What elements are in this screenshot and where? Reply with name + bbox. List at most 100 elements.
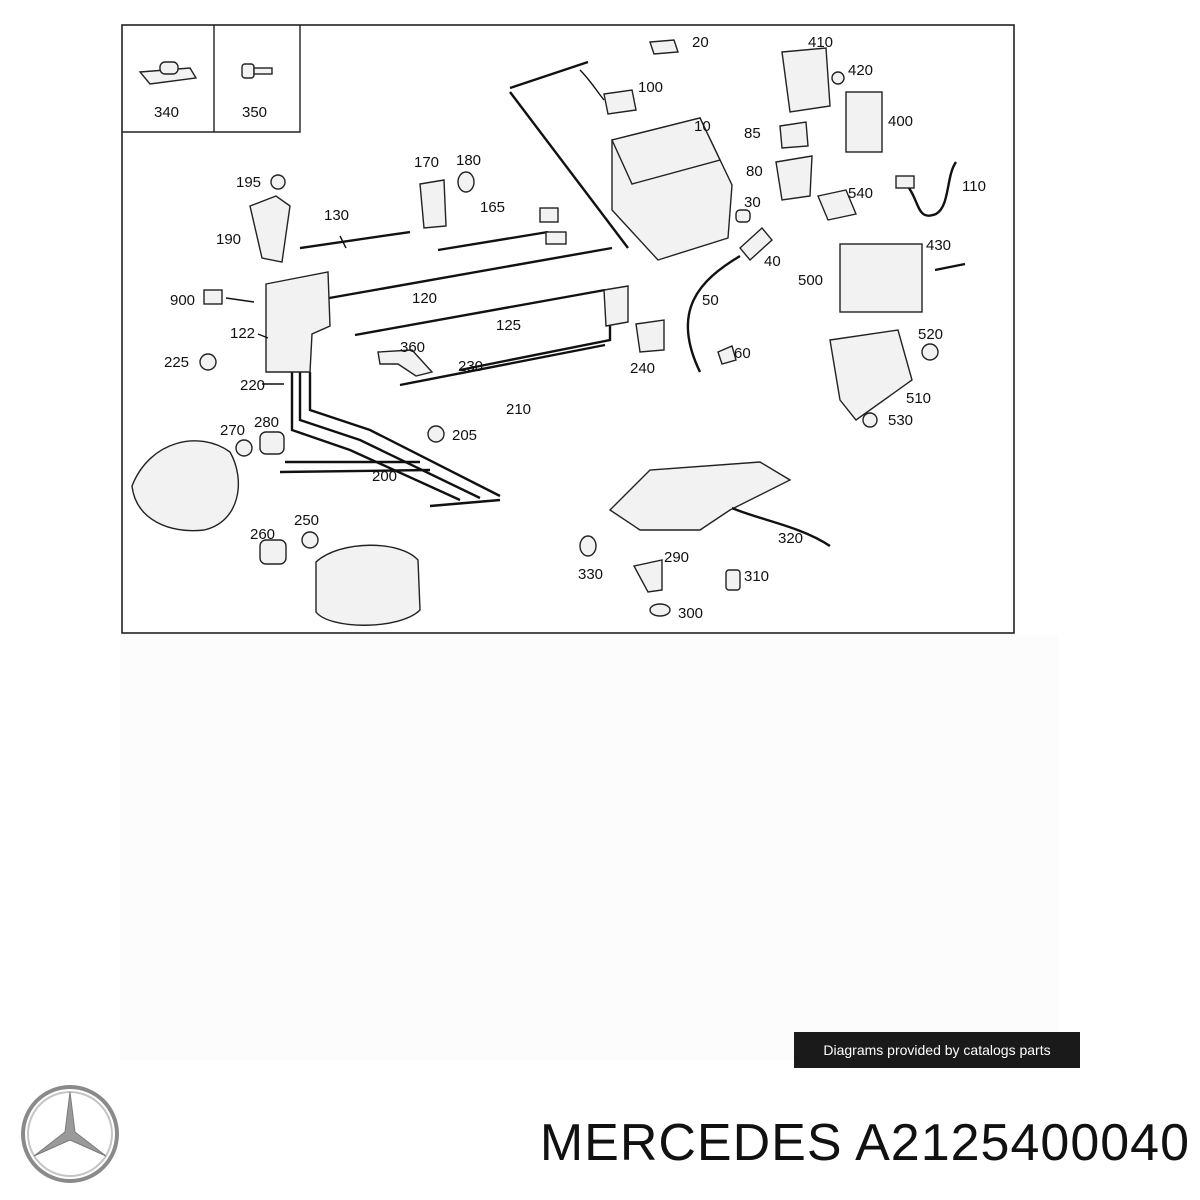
bracket-290-icon: [632, 559, 663, 593]
terminal-100-icon: [579, 69, 637, 115]
callout-labels: 20 100 10 410 420 400 85 80 540 110 30 4…: [164, 34, 986, 622]
callout-530: 530: [888, 412, 913, 429]
callout-20: 20: [692, 34, 709, 51]
washer-300-icon: [649, 603, 671, 617]
nut-225-icon: [199, 353, 217, 371]
cover-540-icon: [817, 189, 857, 221]
nut-205-icon: [427, 425, 445, 443]
callout-100: 100: [638, 79, 663, 96]
callout-320: 320: [778, 530, 803, 547]
nut-195-icon: [270, 174, 286, 190]
bracket-170-icon: [419, 179, 447, 229]
callout-220: 220: [240, 377, 265, 394]
clip-340-icon: [138, 61, 198, 85]
callout-80: 80: [746, 163, 763, 180]
callout-540: 540: [848, 185, 873, 202]
stud-310-icon: [725, 569, 741, 591]
wiring-lines: [279, 60, 966, 508]
callout-120: 120: [412, 290, 437, 307]
credit-banner: Diagrams provided by catalogs parts: [794, 1032, 1080, 1068]
callout-122: 122: [230, 325, 255, 342]
callout-400: 400: [888, 113, 913, 130]
sleeve-260-icon: [259, 539, 287, 565]
callout-30: 30: [744, 194, 761, 211]
cable-165-icon: [437, 207, 567, 252]
callout-125: 125: [496, 317, 521, 334]
callout-195: 195: [236, 174, 261, 191]
inset-boxes: 340 350: [122, 25, 301, 133]
callout-200: 200: [372, 468, 397, 485]
callout-260: 260: [250, 526, 275, 543]
callout-40: 40: [764, 253, 781, 270]
callout-420: 420: [848, 62, 873, 79]
bracket-360-icon: [377, 349, 434, 377]
callout-165: 165: [480, 199, 505, 216]
callout-510: 510: [906, 390, 931, 407]
callout-290: 290: [664, 549, 689, 566]
callout-60: 60: [734, 345, 751, 362]
callout-205: 205: [452, 427, 477, 444]
mercedes-star-logo-icon: [21, 1085, 119, 1183]
bolt-350-icon: [241, 63, 273, 79]
grommet-30-icon: [735, 209, 751, 223]
callout-270: 270: [220, 422, 245, 439]
callout-240: 240: [630, 360, 655, 377]
callout-110: 110: [962, 178, 986, 195]
bracket-85-icon: [779, 121, 809, 149]
plug-60-icon: [717, 345, 737, 365]
callout-230: 230: [458, 358, 483, 375]
callout-250: 250: [294, 512, 319, 529]
nut-520-icon: [921, 343, 939, 361]
callout-360: 360: [400, 339, 425, 356]
page-backdrop: [120, 634, 1058, 1060]
callout-85: 85: [744, 125, 761, 142]
bracket-80-icon: [775, 155, 813, 201]
sleeve-280-icon: [259, 431, 285, 455]
callout-190: 190: [216, 231, 241, 248]
cable-110-icon: [895, 161, 958, 217]
callout-900: 900: [170, 292, 195, 309]
callout-430: 430: [926, 237, 951, 254]
callout-10: 10: [694, 118, 711, 135]
clamp-330-icon: [579, 535, 597, 557]
plug-900-icon: [203, 289, 223, 305]
brand-title: MERCEDES A2125400040: [539, 1114, 1190, 1172]
callout-340: 340: [154, 104, 179, 121]
callout-280: 280: [254, 414, 279, 431]
callout-330: 330: [578, 566, 603, 583]
engine-block-icon: [608, 461, 792, 531]
terminal-240-icon: [603, 285, 665, 353]
callout-50: 50: [702, 292, 719, 309]
alternator-icon: [131, 440, 240, 532]
nut-420-icon: [831, 71, 845, 85]
nut-270-icon: [235, 439, 253, 457]
fuse-box-122-icon: [265, 271, 331, 373]
ring-180-icon: [457, 171, 475, 193]
hose-50-icon: [686, 254, 741, 373]
cable-320-icon: [731, 506, 831, 547]
callout-210: 210: [506, 401, 531, 418]
starter-icon: [315, 544, 421, 626]
callout-350: 350: [242, 104, 267, 121]
vent-40-icon: [739, 226, 773, 262]
callout-180: 180: [456, 152, 481, 169]
cover-190-icon: [249, 195, 291, 263]
callout-410: 410: [808, 34, 833, 51]
nut-530-icon: [862, 412, 878, 428]
nut-250-icon: [301, 531, 319, 549]
battery-10-icon: [611, 117, 733, 261]
callout-225: 225: [164, 354, 189, 371]
callout-310: 310: [744, 568, 769, 585]
battery-400-icon: [845, 91, 883, 153]
battery-cover-20-icon: [649, 39, 679, 55]
leader-lines: [225, 235, 347, 385]
callout-300: 300: [678, 605, 703, 622]
callout-500: 500: [798, 272, 823, 289]
module-410-icon: [781, 47, 831, 113]
callout-130: 130: [324, 207, 349, 224]
callout-520: 520: [918, 326, 943, 343]
battery-500-icon: [839, 243, 923, 313]
tray-510-icon: [829, 329, 913, 421]
callout-170: 170: [414, 154, 439, 171]
